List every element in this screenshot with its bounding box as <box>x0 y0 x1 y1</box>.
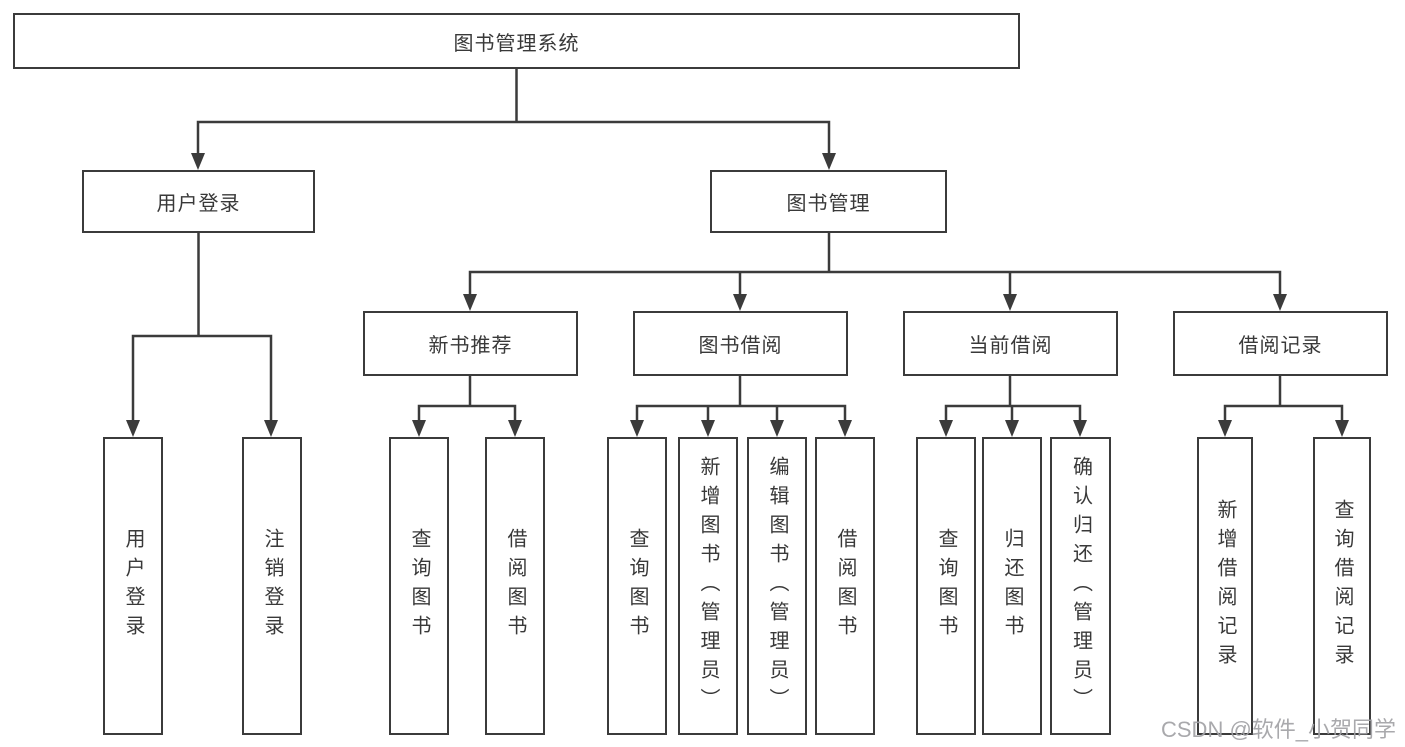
node-user-login-label: 用户登录 <box>156 193 241 215</box>
leaf-query-books-recommend-label: 查询图书 <box>408 528 430 644</box>
connector-book-borrow-to-leaves <box>630 374 852 437</box>
csdn-watermark: CSDN @软件_小贺同学 <box>1161 717 1397 742</box>
leaf-add-books-admin-label: 新增图书（管理员） <box>697 455 719 717</box>
leaf-borrow-books-recommend-label: 借阅图书 <box>504 528 526 644</box>
leaf-edit-books-admin-label: 编辑图书（管理员） <box>766 455 788 717</box>
leaf-borrow-books-label: 借阅图书 <box>834 528 856 644</box>
node-root-system-label: 图书管理系统 <box>453 32 580 55</box>
leaf-confirm-return-admin: 确认归还（管理员） <box>1050 437 1111 735</box>
leaf-query-books-current-label: 查询图书 <box>935 528 957 644</box>
node-book-borrow-label: 图书借阅 <box>698 335 783 357</box>
leaf-borrow-books-recommend: 借阅图书 <box>485 437 545 735</box>
leaf-add-borrow-record: 新增借阅记录 <box>1197 437 1253 735</box>
connector-root-to-level2 <box>191 67 836 170</box>
node-root-system: 图书管理系统 <box>13 13 1020 69</box>
leaf-return-books-label: 归还图书 <box>1001 528 1023 644</box>
node-book-mgmt-label: 图书管理 <box>786 193 871 215</box>
node-book-borrow: 图书借阅 <box>633 311 848 376</box>
connector-borrow-records-to-leaves <box>1218 374 1349 437</box>
leaf-return-books: 归还图书 <box>982 437 1042 735</box>
leaf-confirm-return-admin-label: 确认归还（管理员） <box>1069 455 1092 717</box>
node-current-borrow: 当前借阅 <box>903 311 1118 376</box>
leaf-query-books-recommend: 查询图书 <box>389 437 449 735</box>
leaf-query-borrow-record: 查询借阅记录 <box>1313 437 1371 735</box>
connector-new-book-rec-to-leaves <box>412 374 522 437</box>
leaf-query-books-borrow: 查询图书 <box>607 437 667 735</box>
connector-current-borrow-to-leaves <box>939 374 1087 437</box>
leaf-user-login: 用户登录 <box>103 437 163 735</box>
leaf-query-books-borrow-label: 查询图书 <box>626 528 648 644</box>
connector-user-login-to-leaves <box>126 231 278 437</box>
node-current-borrow-label: 当前借阅 <box>968 335 1053 357</box>
leaf-add-books-admin: 新增图书（管理员） <box>678 437 738 735</box>
connector-book-mgmt-to-level3 <box>463 231 1287 311</box>
leaf-query-books-current: 查询图书 <box>916 437 976 735</box>
leaf-user-login-label: 用户登录 <box>122 528 144 644</box>
node-new-book-recommend: 新书推荐 <box>363 311 578 376</box>
node-new-book-recommend-label: 新书推荐 <box>428 335 513 357</box>
leaf-query-borrow-record-label: 查询借阅记录 <box>1331 499 1353 673</box>
leaf-logout-label: 注销登录 <box>261 528 283 644</box>
leaf-edit-books-admin: 编辑图书（管理员） <box>747 437 807 735</box>
node-borrow-records: 借阅记录 <box>1173 311 1388 376</box>
node-borrow-records-label: 借阅记录 <box>1238 335 1323 357</box>
node-user-login: 用户登录 <box>82 170 315 233</box>
leaf-borrow-books: 借阅图书 <box>815 437 875 735</box>
node-book-mgmt: 图书管理 <box>710 170 947 233</box>
leaf-add-borrow-record-label: 新增借阅记录 <box>1214 499 1236 673</box>
leaf-logout: 注销登录 <box>242 437 302 735</box>
